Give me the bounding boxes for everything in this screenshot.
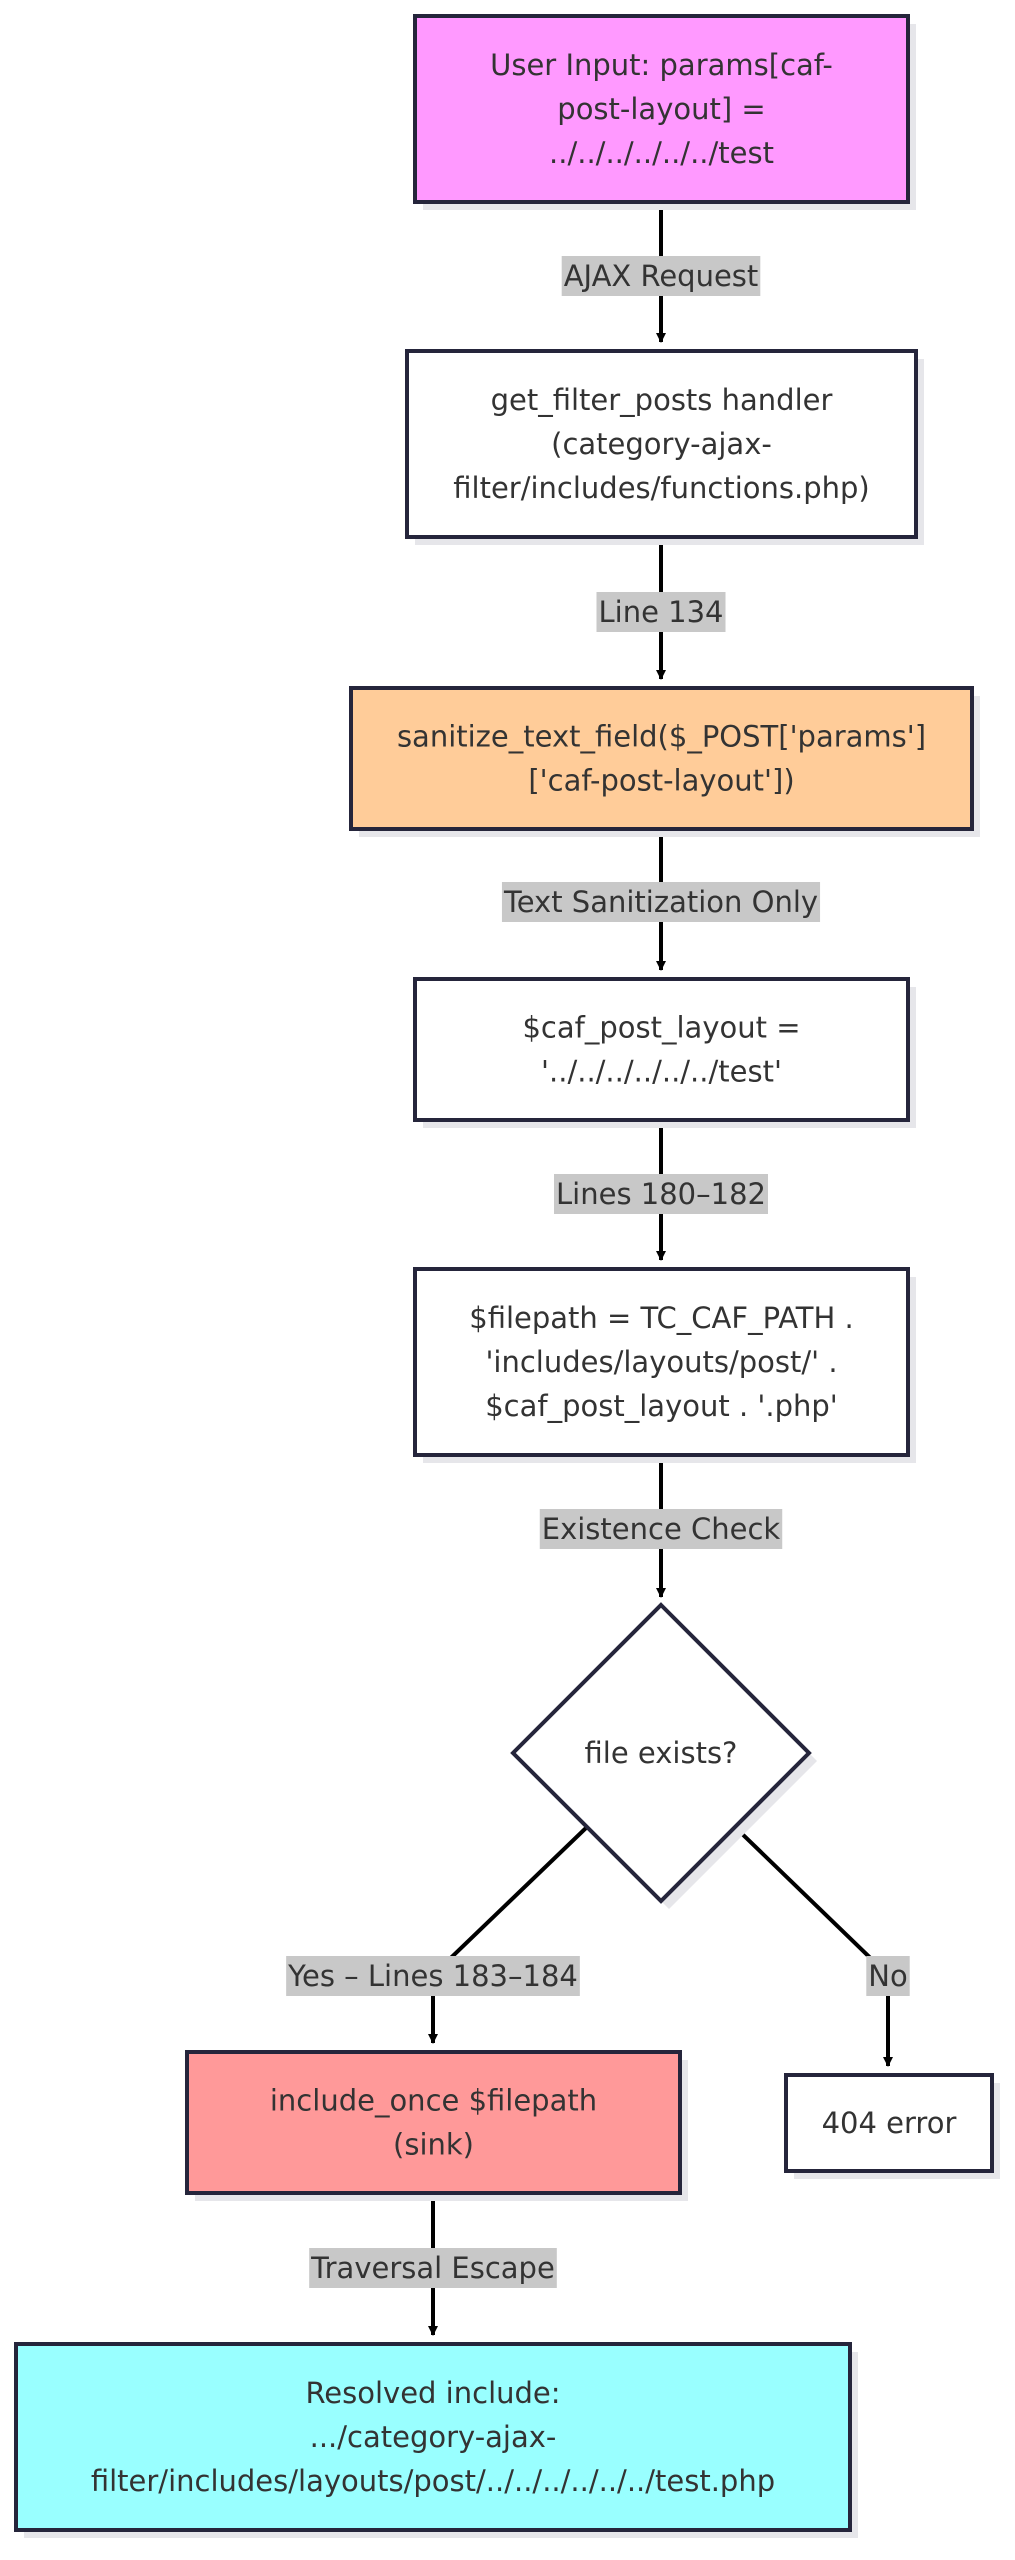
edge-no: [733, 1825, 893, 2067]
edge-label-bg: [501, 882, 821, 922]
node-decision: file exists?: [510, 1602, 817, 1909]
node-text-line: ../../../../../../test: [549, 136, 774, 170]
node-box: [349, 686, 974, 831]
edge-label-text: Text Sanitization Only: [503, 885, 818, 919]
node-text-line: $caf_post_layout . '.php': [485, 1389, 838, 1423]
node-text-line: post-layout] =: [557, 92, 765, 126]
node-box: [185, 2050, 682, 2195]
node-assign-layout: $caf_post_layout = '../../../../../../tes…: [413, 977, 916, 1128]
node-box: [405, 349, 918, 539]
node-not-found: 404 error: [784, 2073, 1000, 2179]
edge-label-text: Existence Check: [542, 1512, 781, 1546]
node-text-line: .../category-ajax-: [310, 2420, 557, 2454]
edge-label-text: Line 134: [598, 595, 723, 629]
node-text-line: get_filter_posts handler: [491, 383, 833, 417]
node-handler: get_filter_posts handler (category-ajax-f…: [405, 349, 924, 545]
edge-label-text-sanitization: Text Sanitization Only: [501, 882, 821, 922]
node-text-line: include_once $filepath: [270, 2084, 597, 2118]
node-text-line: file exists?: [585, 1736, 738, 1770]
node-include: include_once $filepath (sink): [185, 2050, 688, 2201]
edge-label-no: No: [866, 1956, 910, 1996]
edge-label-text: Yes – Lines 183–184: [287, 1959, 578, 1993]
node-text-line: (sink): [393, 2128, 474, 2162]
node-text-line: (category-ajax-: [551, 427, 772, 461]
edge-label-text: AJAX Request: [564, 259, 759, 293]
edge-label-yes: Yes – Lines 183–184: [286, 1956, 580, 1996]
node-text-line: filter/includes/functions.php): [453, 471, 869, 505]
edge-label-bg: [286, 1956, 580, 1996]
node-text-line: ['caf-post-layout']): [528, 764, 794, 798]
edge-label-text: Traversal Escape: [310, 2251, 555, 2285]
node-text-line: sanitize_text_field($_POST['params']: [397, 720, 926, 754]
node-box: [413, 1267, 910, 1457]
edge-label-text: No: [868, 1959, 907, 1993]
decision-diamond: [510, 1602, 812, 1904]
node-text-line: $filepath = TC_CAF_PATH .: [469, 1301, 854, 1335]
edge-yes: [428, 1825, 589, 2044]
node-resolved: Resolved include: .../category-ajax-filte…: [14, 2342, 858, 2538]
edge-label-existence: Existence Check: [539, 1509, 783, 1549]
node-text-line: $caf_post_layout =: [522, 1011, 800, 1045]
node-text-line: 'includes/layouts/post/' .: [485, 1345, 837, 1379]
edge-label-bg: [866, 1956, 910, 1996]
edge-label-text: Lines 180–182: [556, 1177, 766, 1211]
node-box: [413, 14, 910, 204]
edge-label-line134: Line 134: [596, 592, 726, 632]
node-sanitize: sanitize_text_field($_POST['params'] ['ca…: [349, 686, 980, 837]
node-box: [14, 2342, 852, 2532]
nodes-layer: User Input: params[caf-post-layout] = ../…: [14, 14, 1000, 2538]
node-box: [413, 977, 910, 1122]
edge-label-traversal: Traversal Escape: [309, 2248, 557, 2288]
node-box: [784, 2073, 994, 2173]
edge-label-ajax: AJAX Request: [561, 256, 761, 296]
edge-label-bg: [539, 1509, 783, 1549]
node-text-line: '../../../../../../test': [541, 1055, 782, 1089]
edge-label-bg: [596, 592, 726, 632]
node-text-line: 404 error: [822, 2106, 957, 2140]
node-text-line: Resolved include:: [305, 2376, 560, 2410]
node-filepath: $filepath = TC_CAF_PATH . 'includes/layou…: [413, 1267, 916, 1463]
edge-label-bg: [561, 256, 761, 296]
edge-label-bg: [309, 2248, 557, 2288]
node-text-line: filter/includes/layouts/post/../../../..…: [91, 2464, 775, 2498]
node-text-line: User Input: params[caf-: [490, 48, 833, 82]
edge-label-lines180: Lines 180–182: [554, 1174, 768, 1214]
node-user-input: User Input: params[caf-post-layout] = ../…: [413, 14, 916, 210]
edge-label-bg: [554, 1174, 768, 1214]
